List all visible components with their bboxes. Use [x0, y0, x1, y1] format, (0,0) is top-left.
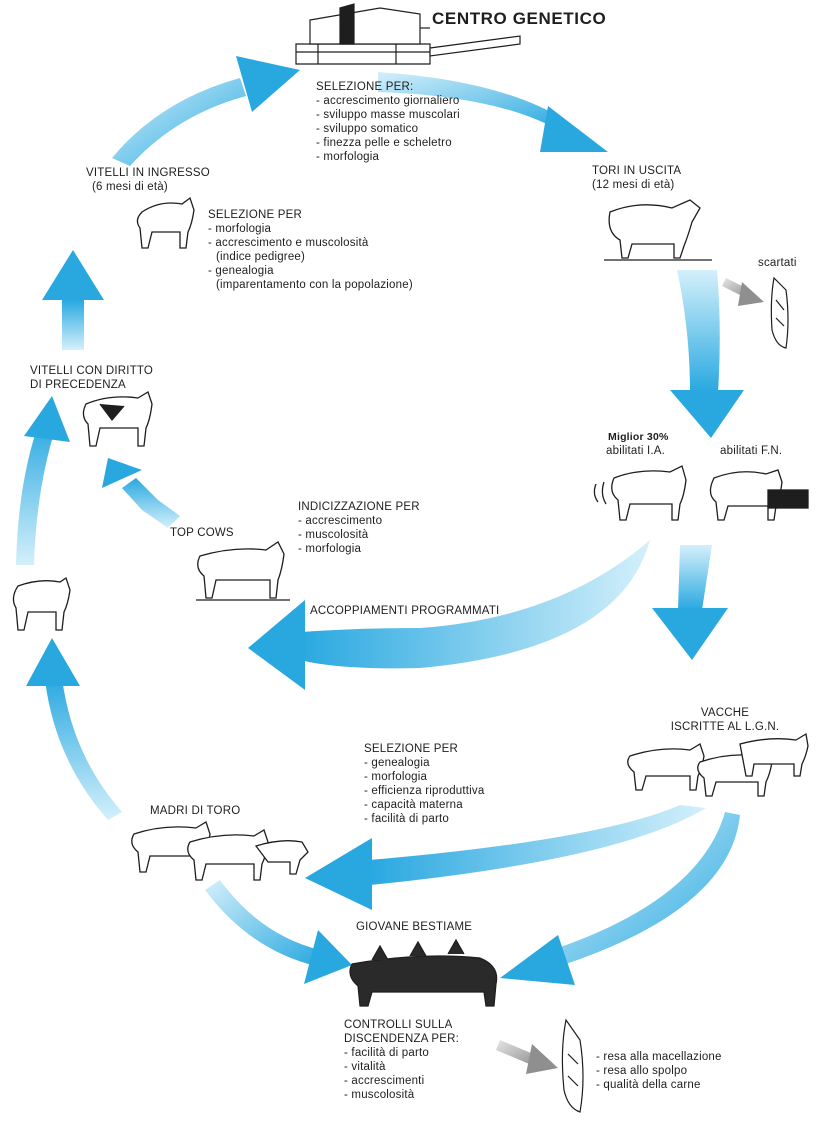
vitelli-selezione-item: - accrescimento e muscolosità [208, 237, 369, 249]
centro-genetico-building-icon [295, 3, 521, 65]
madri-di-toro-label: MADRI DI TORO [150, 805, 241, 817]
centro-selezione-item: - sviluppo somatico [316, 123, 419, 135]
controlli-line1: CONTROLLI SULLA [344, 1019, 453, 1031]
vitelli-ingresso-line1: VITELLI IN INGRESSO [86, 167, 210, 179]
giovane-bestiame-herd-icon [349, 938, 498, 1007]
indicizzazione-item: - accrescimento [298, 515, 383, 527]
tori-label-line1: TORI IN USCITA [592, 165, 682, 177]
controlli-line2: DISCENDENZA PER: [344, 1033, 460, 1045]
vacche-herd-icon [627, 732, 809, 797]
arrow-topcows-to-diritto [102, 458, 180, 528]
vitelli-selezione-block: SELEZIONE PER - morfologia - accrescimen… [208, 208, 413, 292]
controlli-item: - accrescimenti [344, 1075, 425, 1087]
centro-selezione-item: - morfologia [316, 151, 380, 163]
indicizzazione-item: - muscolosità [298, 529, 369, 541]
ia-label: abilitati I.A. [606, 445, 666, 457]
vitelli-diritto-label: VITELLI CON DIRITTO DI PRECEDENZA [30, 364, 153, 392]
centro-genetico-title: CENTRO GENETICO [432, 9, 607, 28]
vitelli-ingresso-label: VITELLI IN INGRESSO (6 mesi di età) [86, 166, 210, 194]
grey-arrow-scartati [722, 278, 764, 306]
madri-herd-icon [131, 821, 309, 881]
madri-selezione-item: - capacità materna [364, 799, 463, 811]
tori-label-line2: (12 mesi di età) [592, 179, 675, 191]
vitelli-ingresso-line2: (6 mesi di età) [92, 181, 168, 193]
vitelli-diritto-line2: DI PRECEDENZA [30, 379, 126, 391]
centro-selezione-item: - sviluppo masse muscolari [316, 109, 460, 121]
madri-selezione-item: - genealogia [364, 757, 430, 769]
controlli-item: - vitalità [344, 1061, 386, 1073]
arrow-vacche-to-madri [305, 805, 706, 910]
scartati-label: scartati [758, 257, 797, 269]
vitelli-selezione-item: - genealogia [208, 265, 274, 277]
bull-tori-icon [604, 199, 712, 261]
centro-selezione-item: - accrescimento giornaliero [316, 95, 460, 107]
vitelli-selezione-item: (imparentamento con la popolazione) [216, 279, 413, 291]
vacche-label: VACCHE ISCRITTE AL L.G.N. [650, 706, 800, 734]
vacche-line1: VACCHE [700, 707, 750, 719]
scartati-carcass-icon [770, 276, 789, 349]
resa-block: - resa alla macellazione - resa allo spo… [596, 1050, 722, 1092]
madri-selezione-item: - facilità di parto [364, 813, 449, 825]
giovane-bestiame-label: GIOVANE BESTIAME [356, 921, 473, 933]
indicizzazione-block: INDICIZZAZIONE PER - accrescimento - mus… [298, 500, 420, 556]
arrow-centro-to-tori [378, 72, 608, 152]
centro-selezione-item: - finezza pelle e scheletro [316, 137, 452, 149]
arrow-madri-to-giovane [205, 880, 352, 984]
arrow-diritto-to-ingresso [42, 250, 104, 350]
controlli-item: - muscolosità [344, 1089, 415, 1101]
madri-selezione-item: - efficienza riproduttiva [364, 785, 485, 797]
calf-ingresso-icon [136, 196, 195, 249]
indicizzazione-heading: INDICIZZAZIONE PER [298, 501, 420, 513]
calf-diritto-icon [82, 391, 153, 447]
arrow-left-calf-to-diritto [16, 396, 70, 565]
vitelli-selezione-item: - morfologia [208, 223, 272, 235]
arrow-accoppiamenti [248, 540, 650, 690]
arrow-tori-to-abilitati [670, 270, 744, 438]
tori-label: TORI IN USCITA (12 mesi di età) [592, 164, 681, 192]
top-cows-label: TOP COWS [170, 527, 234, 539]
bull-ia-icon [593, 465, 687, 521]
calf-left-icon [12, 576, 71, 631]
madri-selezione-item: - morfologia [364, 771, 428, 783]
vitelli-diritto-line1: VITELLI CON DIRITTO [30, 365, 154, 377]
madri-selezione-block: SELEZIONE PER - genealogia - morfologia … [364, 742, 484, 826]
arrow-abilitati-to-vacche [652, 545, 728, 660]
arrow-ingresso-to-centro [112, 56, 300, 166]
vacche-line2: ISCRITTE AL L.G.N. [670, 721, 780, 733]
grey-arrow-resa [496, 1040, 558, 1074]
resa-item: - qualità della carne [596, 1079, 701, 1091]
resa-item: - resa alla macellazione [596, 1051, 722, 1063]
resa-item: - resa allo spolpo [596, 1065, 688, 1077]
resa-carcass-icon [561, 1018, 584, 1113]
vitelli-selezione-item: (indice pedigree) [216, 251, 306, 263]
top-cow-icon [196, 541, 290, 601]
centro-selezione-block: SELEZIONE PER: - accrescimento giornalie… [316, 80, 460, 164]
arrow-madri-to-left-calf [26, 638, 122, 820]
indicizzazione-item: - morfologia [298, 543, 362, 555]
ia-top-label: Miglior 30% [608, 431, 669, 443]
bull-fn-icon [709, 469, 809, 521]
madri-selezione-heading: SELEZIONE PER [364, 743, 458, 755]
accoppiamenti-label: ACCOPPIAMENTI PROGRAMMATI [310, 605, 500, 617]
vitelli-selezione-heading: SELEZIONE PER [208, 209, 302, 221]
centro-selezione-heading: SELEZIONE PER: [316, 81, 414, 93]
arrow-vacche-to-giovane [500, 812, 740, 985]
controlli-block: CONTROLLI SULLA DISCENDENZA PER: - facil… [344, 1018, 459, 1102]
fn-label: abilitati F.N. [720, 445, 783, 457]
controlli-item: - facilità di parto [344, 1047, 429, 1059]
